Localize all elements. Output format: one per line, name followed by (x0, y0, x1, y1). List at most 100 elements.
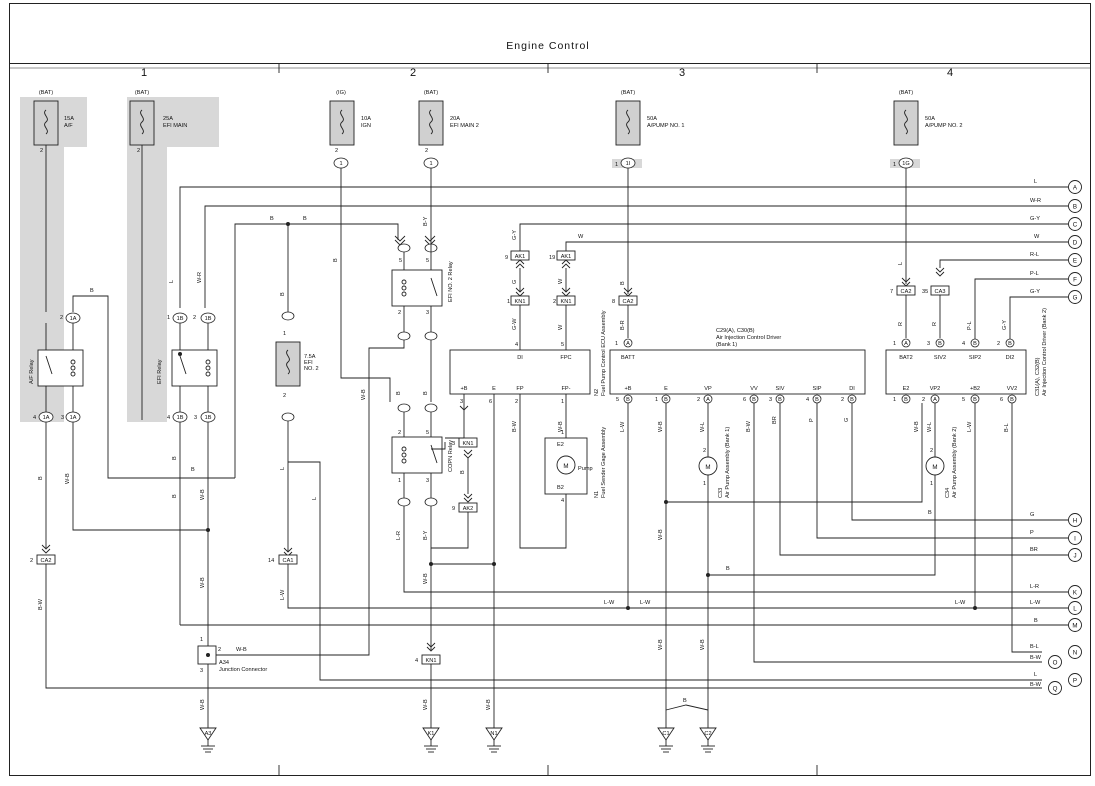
output-connector-label: A (1073, 185, 1078, 192)
connector-ca3: 35 CA3 (922, 267, 950, 296)
svg-text:1: 1 (893, 341, 896, 347)
svg-text:KN1: KN1 (561, 299, 572, 305)
svg-text:C34: C34 (945, 488, 951, 498)
connector-ca2-left: 2 CA2 (30, 544, 56, 565)
output-connector-label: G (1073, 295, 1078, 302)
wire-label: W-B (200, 489, 206, 500)
wire (459, 405, 469, 411)
svg-text:K1: K1 (428, 731, 435, 737)
wire-label: B-L (1004, 423, 1010, 432)
svg-text:15A: 15A (64, 116, 74, 122)
svg-text:B: B (904, 397, 908, 403)
svg-text:M: M (932, 464, 937, 471)
fuse-a-pump-no2: (BAT) 50A A/PUMP NO. 2 1 1G (890, 90, 963, 169)
ground-n1: N1 (485, 727, 503, 753)
wire-label: L (1034, 179, 1037, 185)
efi-relay-block-shade (127, 97, 167, 422)
svg-text:B: B (1010, 397, 1014, 403)
svg-text:E2: E2 (557, 442, 564, 448)
svg-text:1: 1 (339, 161, 342, 167)
fuse-af: (BAT) 15A A/F 2 (33, 90, 74, 154)
wire-label: W-B (423, 699, 429, 710)
svg-text:VP: VP (704, 386, 712, 392)
svg-text:KN1: KN1 (426, 658, 437, 664)
svg-text:EFI Relay: EFI Relay (157, 359, 163, 384)
output-connector-circle (1068, 513, 1082, 527)
svg-text:4: 4 (33, 415, 36, 421)
svg-text:FP: FP (516, 386, 523, 392)
wire-label: B (620, 281, 626, 285)
svg-text:COPN Relay: COPN Relay (448, 440, 454, 472)
wire (403, 506, 1042, 593)
svg-text:E2: E2 (903, 386, 910, 392)
svg-text:SIP2: SIP2 (969, 355, 981, 361)
output-connector-i: I (1068, 531, 1082, 545)
wire-label: L-W (955, 600, 966, 606)
wire (288, 461, 1042, 681)
svg-text:(BAT): (BAT) (424, 90, 438, 96)
connector-ak1-right: 19 AK1 W 2 KN1 (549, 250, 576, 306)
svg-text:FPC: FPC (560, 355, 571, 361)
svg-text:3: 3 (426, 478, 429, 484)
air-pump-assembly-bank2: 2 M 1 C34 Air Pump Assembly (Bank 2) (925, 427, 958, 498)
svg-text:SIV: SIV (775, 386, 784, 392)
svg-text:2: 2 (218, 647, 221, 653)
svg-text:NO. 2: NO. 2 (304, 366, 319, 372)
svg-text:(IG): (IG) (336, 90, 346, 96)
svg-text:Air Injection Control Driver: Air Injection Control Driver (716, 335, 781, 341)
svg-text:B2: B2 (557, 485, 564, 491)
wire (72, 295, 235, 479)
wire (287, 564, 1042, 609)
svg-text:EFI: EFI (304, 360, 313, 366)
svg-text:A/PUMP NO. 1: A/PUMP NO. 1 (647, 123, 685, 129)
wire-label: B-R (620, 320, 626, 330)
output-connector-circle (1068, 645, 1082, 659)
svg-text:EFI MAIN: EFI MAIN (163, 123, 187, 129)
svg-text:A/F Relay: A/F Relay (29, 359, 35, 384)
svg-text:2: 2 (703, 448, 706, 454)
wire (519, 394, 567, 549)
junction-dot (626, 606, 630, 610)
output-connector-label: L (1073, 606, 1077, 613)
svg-text:1: 1 (893, 397, 896, 403)
svg-text:Pump: Pump (578, 466, 593, 472)
svg-text:B: B (664, 397, 668, 403)
svg-text:1G: 1G (902, 161, 909, 167)
svg-text:B: B (752, 397, 756, 403)
svg-text:VV2: VV2 (1007, 386, 1018, 392)
output-connector-label: B (1073, 204, 1077, 211)
wire (208, 340, 405, 656)
output-connector-p: P (1068, 673, 1082, 687)
air-pump-assembly-bank1: 2 M 1 C33 Air Pump Assembly (Bank 1) (698, 427, 731, 498)
section-number: 1 (141, 67, 147, 79)
wire (779, 403, 1068, 556)
svg-text:Fuel Sender Gage Assembly: Fuel Sender Gage Assembly (601, 427, 607, 498)
wire-label: L (898, 262, 904, 265)
output-connector-n: N (1068, 645, 1082, 659)
wire-label: B (1034, 618, 1038, 624)
output-connector-label: D (1073, 240, 1078, 247)
svg-text:C1: C1 (662, 731, 669, 737)
wire-label: B-W (746, 420, 752, 432)
wire-label: P (809, 418, 815, 422)
svg-text:VV: VV (750, 386, 758, 392)
wire-label: B (928, 510, 932, 516)
svg-text:2: 2 (398, 430, 401, 436)
svg-text:3: 3 (769, 397, 772, 403)
svg-text:+B: +B (625, 386, 632, 392)
svg-text:B: B (850, 397, 854, 403)
wire-label: R (932, 322, 938, 326)
svg-text:2: 2 (60, 315, 63, 321)
fuse-efi-no2: B 1 7.5A EFI NO. 2 2 (275, 222, 319, 422)
svg-text:C2: C2 (704, 731, 711, 737)
svg-text:1B: 1B (177, 316, 184, 322)
svg-text:B: B (973, 397, 977, 403)
wire-label: B (726, 566, 730, 572)
wire (851, 403, 1068, 521)
wire-label: L (169, 280, 175, 283)
wire (431, 442, 446, 450)
output-connector-circle (1068, 199, 1082, 213)
svg-text:CA2: CA2 (901, 289, 912, 295)
svg-text:A: A (626, 341, 630, 347)
